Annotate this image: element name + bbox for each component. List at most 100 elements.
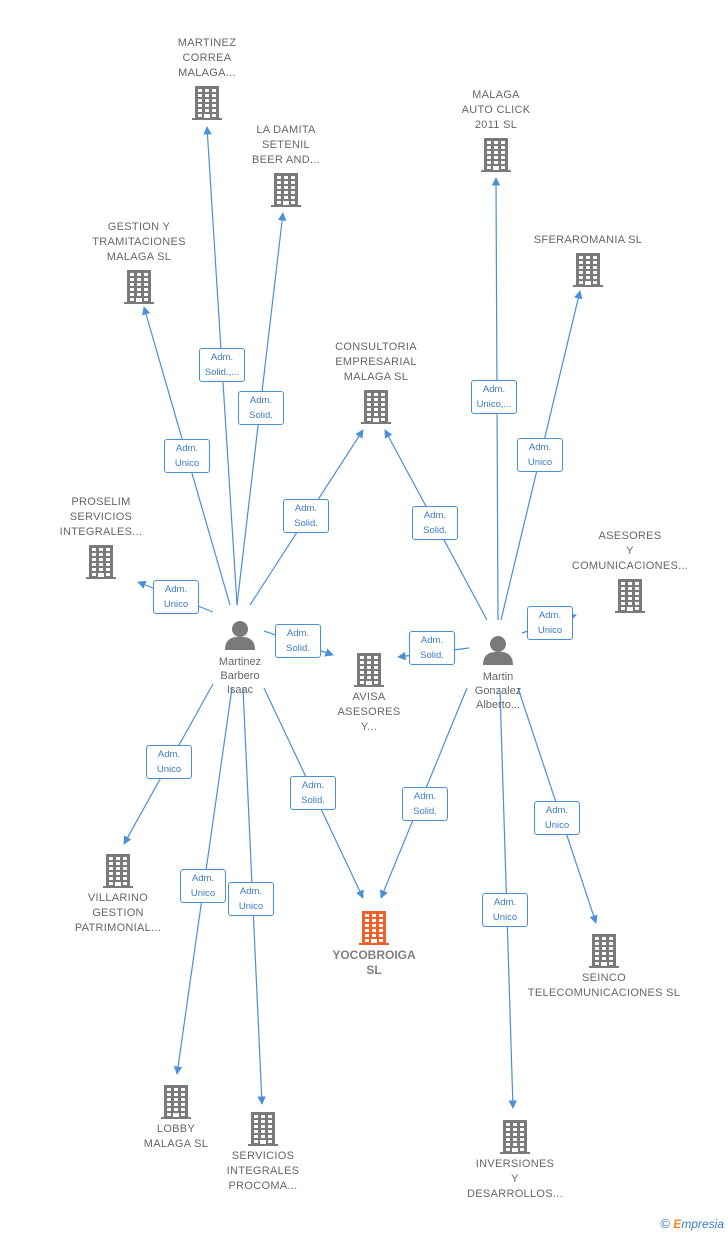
company-building-icon[interactable] [589, 934, 619, 968]
person-label-line: Isaac [226, 684, 254, 696]
company-label-line: SL [366, 963, 382, 977]
company-label[interactable]: SEINCO TELECOMUNICACIONES SL [528, 971, 680, 1001]
company-building-icon[interactable] [192, 86, 222, 120]
person-label-line: Martinez [218, 656, 262, 668]
company-label-line: AVISA [352, 691, 386, 703]
company-building-icon[interactable] [86, 545, 116, 579]
edge-label-line: Solid. [286, 643, 310, 654]
edge-label-line: Adm. [249, 395, 273, 406]
edge-label-p2-c6[interactable]: Adm.Unico [517, 438, 563, 472]
edge-label-p1-c3[interactable]: Adm.Unico [164, 439, 210, 473]
edge-label-line: Unico [492, 912, 518, 923]
company-label[interactable]: VILLARINO GESTION PATRIMONIAL... [75, 891, 161, 936]
edge-label-p2-c12[interactable]: Adm.Unico [534, 801, 580, 835]
edge-label-line: Solid. [294, 518, 318, 529]
edge-label-line: Adm. [493, 897, 517, 908]
person-icon[interactable] [483, 636, 513, 665]
edge-label-line: Adm. [420, 635, 444, 646]
company-label-line: SEINCO [582, 972, 626, 984]
company-label-line: MALAGA SL [343, 371, 409, 383]
edge-label-line: Adm. [528, 442, 552, 453]
edge-label-p1-c11[interactable]: Adm.Solid. [290, 776, 336, 810]
edge-label-line: Adm. [294, 503, 318, 514]
edge-label-p1-c4[interactable]: Adm. Solid. [283, 499, 329, 533]
company-label-line: LA DAMITA [256, 124, 316, 136]
edge-label-line: Adm. [164, 584, 188, 595]
company-label-line: TRAMITACIONES [92, 236, 186, 248]
company-label[interactable]: SFERAROMANIA SL [534, 233, 642, 248]
company-label-line: MALAGA SL [143, 1138, 209, 1150]
edge-label-line: Unico,... [476, 399, 512, 410]
edge-label-line: Unico [190, 888, 216, 899]
company-label-line: AUTO CLICK [461, 104, 531, 116]
company-label-line: BEER AND... [251, 154, 321, 166]
company-building-icon[interactable] [161, 1085, 191, 1119]
company-building-icon[interactable] [271, 173, 301, 207]
company-building-icon[interactable] [573, 253, 603, 287]
edge-label-p2-c11[interactable]: Adm.Solid. [402, 787, 448, 821]
edge-label-line: Solid. [301, 795, 325, 806]
edge-label-p2-c15[interactable]: Adm. Unico [482, 893, 528, 927]
company-label-line: SFERAROMANIA SL [533, 234, 643, 246]
edge-label-p1-c7[interactable]: Adm.Unico [153, 580, 199, 614]
edge-label-p1-c9[interactable]: Adm.Solid. [275, 624, 321, 658]
edge-label-line: Solid. [420, 650, 444, 661]
company-building-icon[interactable] [481, 138, 511, 172]
company-label-line: CONSULTORIA [335, 341, 417, 353]
edge-label-line: Solid.,... [204, 367, 240, 378]
company-label[interactable]: LOBBY MALAGA SL [144, 1122, 208, 1152]
empresia-logo-e: E [673, 1217, 682, 1231]
edge-label-p1-c10[interactable]: Adm.Unico [146, 745, 192, 779]
company-label-line: ASESORES [598, 530, 662, 542]
company-building-icon[interactable] [500, 1120, 530, 1154]
edge-label-p1-c2[interactable]: Adm.Solid. [238, 391, 284, 425]
company-label-line: GESTION Y [107, 221, 171, 233]
company-label-line: YOCOBROIGA [332, 948, 416, 962]
company-label-line: SERVICIOS [69, 511, 133, 523]
company-label-line: COMUNICACIONES... [571, 560, 689, 572]
company-building-icon[interactable] [248, 1112, 278, 1146]
edge-label-p1-c14[interactable]: Adm.Unico [228, 882, 274, 916]
company-building-icon[interactable] [361, 390, 391, 424]
company-label-line: VILLARINO [87, 892, 149, 904]
company-building-icon[interactable] [615, 579, 645, 613]
person-icon[interactable] [225, 621, 255, 650]
edge-label-p2-c5[interactable]: Adm.Unico,... [471, 380, 517, 414]
edge-label-p2-c8[interactable]: Adm. Unico [527, 606, 573, 640]
company-building-icon[interactable] [103, 854, 133, 888]
edge-label-p2-c9[interactable]: Adm. Solid. [409, 631, 455, 665]
company-label-line: INVERSIONES [475, 1158, 555, 1170]
edge-label-line: Adm. [157, 749, 181, 760]
company-label-line: CORREA [182, 52, 232, 64]
edge-label-p1-c1[interactable]: Adm.Solid.,... [199, 348, 245, 382]
company-building-icon[interactable] [354, 653, 384, 687]
company-label-line: LOBBY [156, 1123, 196, 1135]
company-label-line: Y... [360, 721, 378, 733]
edge-label-line: Solid. [423, 525, 447, 536]
company-label-line: PATRIMONIAL... [74, 922, 162, 934]
company-label-line: SERVICIOS [231, 1150, 295, 1162]
main-company-building-icon[interactable] [359, 911, 389, 945]
edge-label-p1-c13[interactable]: Adm.Unico [180, 869, 226, 903]
company-label-line: GESTION [92, 907, 144, 919]
edge-label-line: Unico [537, 625, 563, 636]
empresia-logo-text: mpresia [681, 1217, 724, 1231]
edge-label-p2-c4[interactable]: Adm.Solid. [412, 506, 458, 540]
company-building-icon[interactable] [124, 270, 154, 304]
company-label-line: TELECOMUNICACIONES SL [527, 987, 681, 999]
edge-label-line: Adm. [538, 610, 562, 621]
